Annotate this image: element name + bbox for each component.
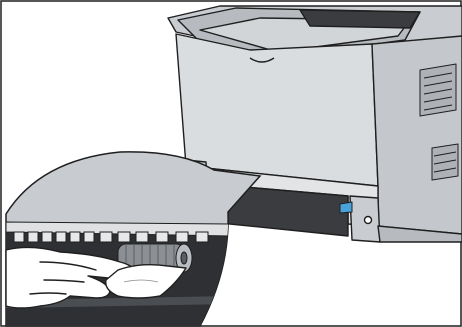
right-foot-screw: [365, 217, 372, 224]
roller-teeth: [14, 232, 208, 242]
paper-feed-tab: [340, 202, 352, 213]
output-slot: [300, 10, 420, 28]
